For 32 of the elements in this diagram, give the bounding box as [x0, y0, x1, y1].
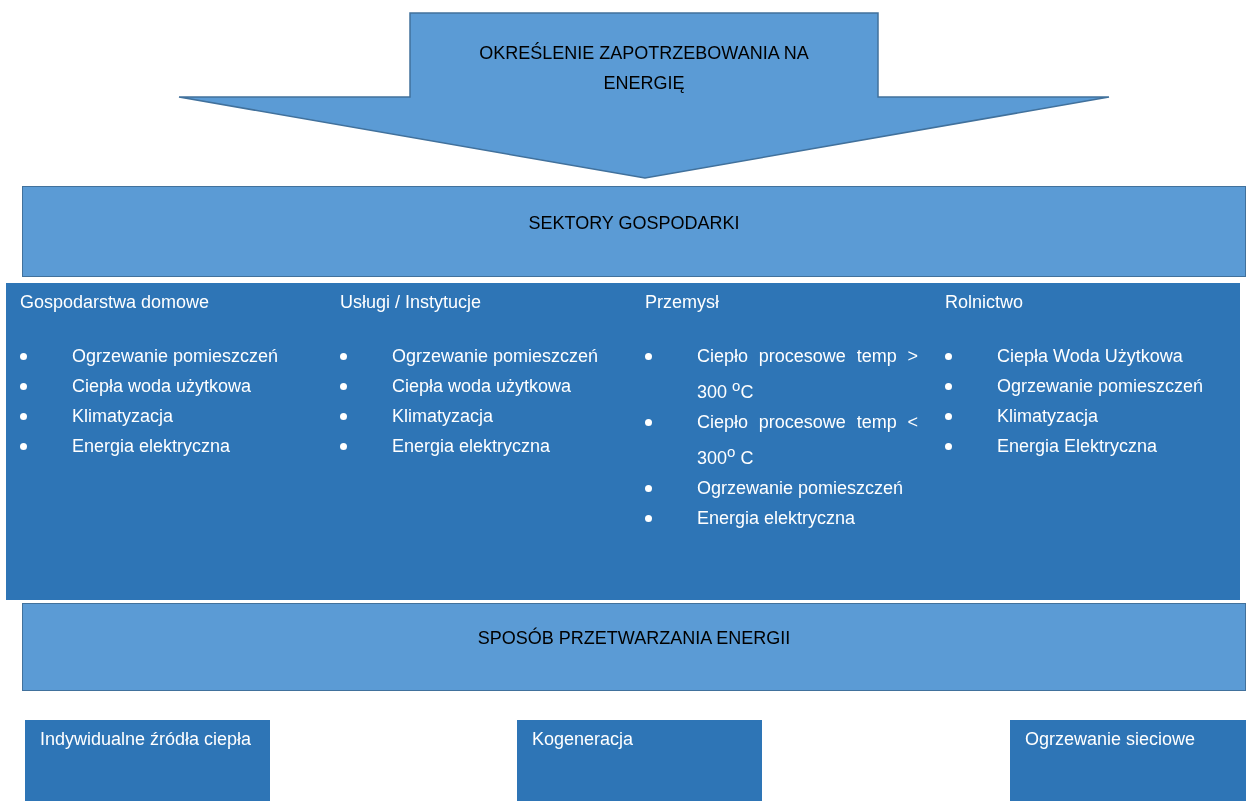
- sector-panel: [6, 283, 1240, 600]
- band-title: SPOSÓB PRZETWARZANIA ENERGII: [476, 628, 792, 649]
- list-item: Energia elektryczna: [72, 436, 231, 456]
- band-title: SEKTORY GOSPODARKI: [527, 213, 741, 234]
- list-item: Ciepło procesowe temp > 300 $^{o}$C: [697, 346, 918, 402]
- list-item: Energia elektryczna: [697, 508, 856, 528]
- column-heading: Gospodarstwa domowe: [20, 291, 211, 314]
- list-item: Ogrzewanie pomieszczeń: [997, 376, 1204, 396]
- list-item: Klimatyzacja: [392, 406, 494, 426]
- list-item: Klimatyzacja: [997, 406, 1099, 426]
- arrow-label: OKREŚLENIE ZAPOTRZEBOWANIA NA ENERGIĘ: [478, 41, 810, 95]
- list-item: Energia Elektryczna: [997, 436, 1158, 456]
- column-heading: Przemysł: [645, 291, 720, 314]
- list-item: Ogrzewanie pomieszczeń: [72, 346, 279, 366]
- header-band: [22, 186, 1246, 277]
- method-box: [517, 720, 762, 801]
- list-item: Ciepła Woda Użytkowa: [997, 346, 1183, 366]
- header-band: [22, 603, 1246, 691]
- list-item: Ciepło procesowe temp < 300$^{o}$ C: [697, 412, 918, 468]
- box-label: Ogrzewanie sieciowe: [1025, 728, 1197, 751]
- box-label: Kogeneracja: [532, 728, 635, 751]
- list-item: Ogrzewanie pomieszczeń: [392, 346, 599, 366]
- list-item: Energia elektryczna: [392, 436, 551, 456]
- list-item: Ogrzewanie pomieszczeń: [697, 478, 904, 498]
- list-item: Klimatyzacja: [72, 406, 174, 426]
- column-heading: Usługi / Instytucje: [340, 291, 483, 314]
- column-heading: Rolnictwo: [945, 291, 1025, 314]
- box-label: Indywidualne źródła ciepła: [40, 728, 253, 751]
- method-box: [25, 720, 270, 801]
- list-item: Ciepła woda użytkowa: [72, 376, 252, 396]
- method-box: [1010, 720, 1246, 801]
- list-item: Ciepła woda użytkowa: [392, 376, 572, 396]
